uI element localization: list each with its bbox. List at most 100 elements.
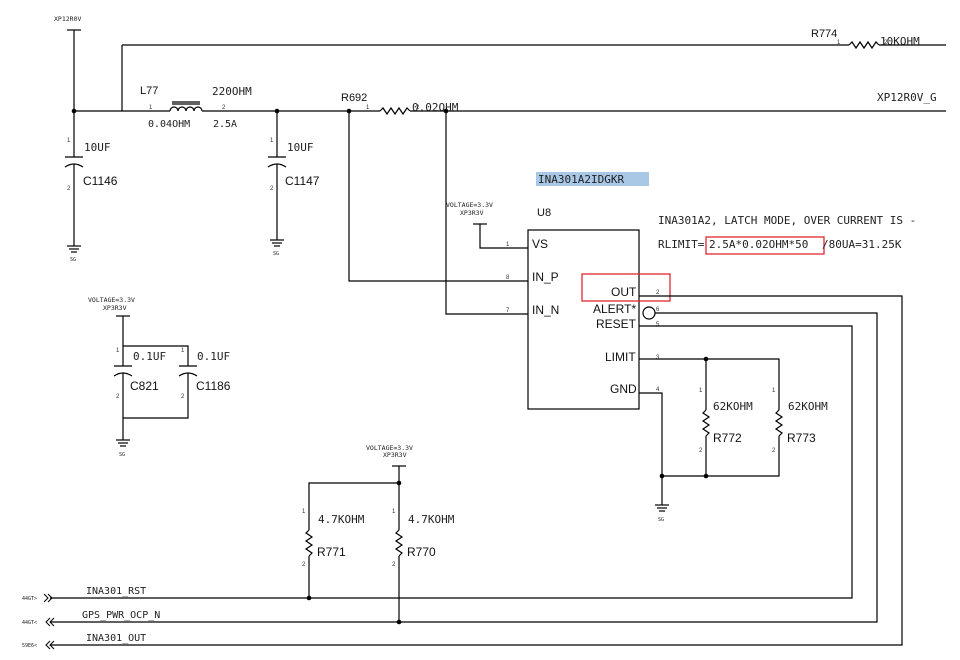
xp12r0v-power-symbol: XP12R0V xyxy=(54,15,81,111)
part-number-highlight xyxy=(536,172,649,186)
l77-current: 2.5A xyxy=(213,119,237,130)
r772-pin2: 2 xyxy=(699,448,703,454)
r771-resistor: R771 4.7KOHM 1 2 xyxy=(302,509,365,598)
c821-supply-voltage: VOLTAGE=3.3V xyxy=(88,296,135,304)
l77-pin2: 2 xyxy=(222,105,226,111)
r771-value: 4.7KOHM xyxy=(318,513,365,526)
r773-value: 62KOHM xyxy=(788,400,828,413)
port-gps-pwr-ocp-n: 44GT< GPS_PWR_OCP_N xyxy=(22,610,160,627)
pin-in-n-num: 7 xyxy=(506,308,510,314)
r774-ref: R774 xyxy=(811,28,837,40)
ground-symbol: SG xyxy=(67,240,81,263)
c1146-ref: C1146 xyxy=(83,174,118,188)
r770-ref: R770 xyxy=(407,545,436,559)
c1186-pin1: 1 xyxy=(181,348,185,354)
r771-ref: R771 xyxy=(317,545,346,559)
junction-dot xyxy=(703,473,709,479)
ground-symbol: SG xyxy=(116,439,130,458)
vs-supply-symbol: VOLTAGE=3.3V XP3R3V xyxy=(446,201,528,249)
c1186-ref: C1186 xyxy=(196,379,231,393)
c821-ref: C821 xyxy=(130,379,159,393)
r772-value: 62KOHM xyxy=(713,400,753,413)
port-ocp-tag: 44GT< xyxy=(22,620,37,626)
r773-pin1: 1 xyxy=(772,388,776,394)
c1146-capacitor: C1146 10UF 1 2 xyxy=(64,111,118,240)
pin-limit-label: LIMIT xyxy=(605,350,636,364)
ground-label: SG xyxy=(658,517,664,523)
l77-dcr: 0.04OHM xyxy=(148,119,190,130)
pin-reset-num: 5 xyxy=(656,322,660,328)
r770-resistor: R770 4.7KOHM 1 2 xyxy=(392,483,455,622)
pin-vs-num: 1 xyxy=(506,242,510,248)
c821-supply-net: XP3R3V xyxy=(103,304,127,312)
pin-gnd-num: 4 xyxy=(656,387,660,393)
ic-body xyxy=(527,229,640,410)
r772-ref: R772 xyxy=(713,431,742,445)
ground-label: SG xyxy=(119,452,125,458)
r773-resistor: R773 62KOHM 1 2 xyxy=(662,388,828,477)
port-out-net: INA301_OUT xyxy=(86,633,146,644)
c821-capacitor: C821 0.1UF 1 2 xyxy=(113,346,166,440)
r772-pin1: 1 xyxy=(699,388,703,394)
r773-pin2: 2 xyxy=(772,448,776,454)
c1147-capacitor: C1147 10UF 1 2 xyxy=(267,111,320,236)
r774-value: 10KOHM xyxy=(880,35,920,48)
c821-pin2: 2 xyxy=(116,394,120,400)
pullup-supply-net: XP3R3V xyxy=(383,451,407,459)
c1147-ref: C1147 xyxy=(285,174,320,188)
port-rst-tag: 44GT> xyxy=(22,596,37,602)
r773-ref: R773 xyxy=(787,431,816,445)
r774-resistor: R774 10KOHM 1 2 xyxy=(811,28,946,50)
c1146-value: 10UF xyxy=(84,141,111,154)
r774-pin1: 1 xyxy=(837,40,841,46)
port-out-tag: 59E6< xyxy=(22,643,37,649)
c1147-value: 10UF xyxy=(287,141,314,154)
note-rlimit-result: /80UA=31.25K xyxy=(822,238,902,251)
c1147-pin1: 1 xyxy=(270,138,274,144)
r771-pin2: 2 xyxy=(302,562,306,568)
ground-symbol: SG xyxy=(270,236,284,257)
pin-reset-label: RESET xyxy=(596,317,637,331)
c1186-capacitor: C1186 0.1UF 1 2 xyxy=(123,348,231,419)
xp12r0v-top-label: XP12R0V xyxy=(54,15,81,23)
out-pin-highlight-box xyxy=(581,273,671,302)
c1146-pin1: 1 xyxy=(67,138,71,144)
c1186-value: 0.1UF xyxy=(197,350,230,363)
note-latch-mode: INA301A2, LATCH MODE, OVER CURRENT IS - xyxy=(658,214,916,227)
pin-vs-label: VS xyxy=(532,237,548,251)
junction-dot xyxy=(703,356,709,362)
r771-pin1: 1 xyxy=(302,509,306,515)
r770-pin1: 1 xyxy=(392,509,396,515)
c821-pin1: 1 xyxy=(116,348,120,354)
alert-inversion-bubble xyxy=(642,306,656,320)
junction-dot xyxy=(396,619,402,625)
pin-alert-label: ALERT* xyxy=(593,302,636,316)
ground-label: SG xyxy=(70,257,76,263)
note-rlimit-prefix: RLIMIT= xyxy=(658,238,705,251)
ic-part-number: INA301A2IDGKR xyxy=(538,173,624,186)
vs-supply-voltage: VOLTAGE=3.3V xyxy=(446,201,493,209)
l77-pin1: 1 xyxy=(149,105,153,111)
r772-resistor: R772 62KOHM 1 2 xyxy=(699,388,753,476)
pullup-supply-symbol: VOLTAGE=3.3V XP3R3V xyxy=(366,444,413,483)
r692-ref: R692 xyxy=(341,92,367,104)
r692-shunt-resistor: R692 0.02OHM 1 2 xyxy=(341,92,946,116)
r770-pin2: 2 xyxy=(392,562,396,568)
c821-value: 0.1UF xyxy=(133,350,166,363)
r770-value: 4.7KOHM xyxy=(408,513,455,526)
port-ocp-net: GPS_PWR_OCP_N xyxy=(82,610,160,621)
l77-value: 220OHM xyxy=(212,85,252,98)
port-rst-net: INA301_RST xyxy=(86,586,146,597)
pin-in-p-label: IN_P xyxy=(532,270,559,284)
l77-ref: L77 xyxy=(140,85,158,97)
r774-pin2: 2 xyxy=(884,40,888,46)
pin-out-label: OUT xyxy=(611,285,637,299)
ground-label: SG xyxy=(273,251,279,257)
pin-alert-num: 6 xyxy=(656,307,660,313)
pin-in-p-num: 8 xyxy=(506,275,510,281)
r692-pin1: 1 xyxy=(366,105,370,111)
c1146-pin2: 2 xyxy=(67,186,71,192)
vs-supply-net: XP3R3V xyxy=(460,209,484,217)
junction-dot xyxy=(306,595,312,601)
